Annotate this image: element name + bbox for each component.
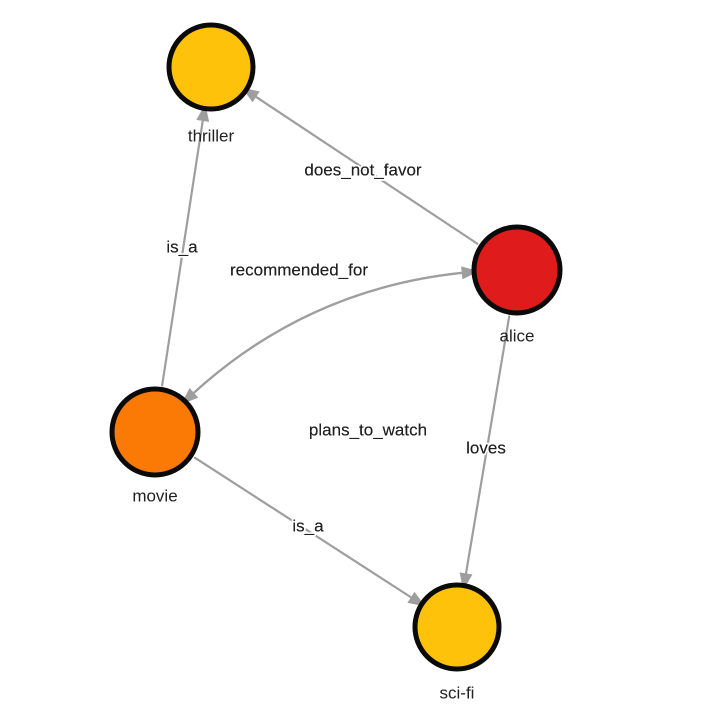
nodes-layer	[109, 22, 563, 672]
edge-label-alice-movie: plans_to_watch	[309, 420, 427, 439]
node-label-thriller: thriller	[188, 126, 235, 145]
node-movie[interactable]	[109, 386, 201, 478]
edge-labels-layer: does_not_favordoes_not_favoris_ais_areco…	[165, 159, 508, 538]
edge-movie-thriller[interactable]	[161, 119, 204, 387]
edge-label-halo-movie-thriller: is_a	[166, 237, 198, 256]
edge-label-alice-thriller: does_not_favor	[304, 160, 422, 179]
edge-label-alice-scifi: loves	[466, 438, 506, 457]
edge-alice-thriller[interactable]	[255, 95, 479, 245]
edge-label-movie-alice: recommended_for	[230, 260, 368, 279]
node-labels-layer: thriller alice movie sci-fi	[132, 126, 534, 702]
edge-movie-scifi[interactable]	[193, 456, 413, 599]
edge-label-halo-alice-movie: plans_to_watch	[309, 420, 427, 439]
node-label-movie: movie	[132, 486, 177, 505]
edge-label-halo-alice-scifi: loves	[466, 438, 506, 457]
node-thriller[interactable]	[166, 22, 256, 112]
edge-movie-alice[interactable]	[187, 271, 463, 399]
node-sci-fi[interactable]	[412, 582, 502, 672]
edge-label-movie-thriller: is_a	[166, 237, 198, 256]
edge-label-halo-alice-thriller: does_not_favor	[304, 160, 422, 179]
node-label-sci-fi: sci-fi	[440, 683, 475, 702]
node-alice[interactable]	[471, 224, 563, 316]
edge-label-movie-scifi: is_a	[292, 516, 324, 535]
edge-alice-scifi[interactable]	[464, 315, 511, 575]
edge-label-halo-movie-scifi: is_a	[292, 516, 324, 535]
node-label-alice: alice	[500, 326, 535, 345]
edge-label-halo-movie-alice: recommended_for	[230, 260, 368, 279]
edge-alice-movie[interactable]	[192, 271, 471, 394]
